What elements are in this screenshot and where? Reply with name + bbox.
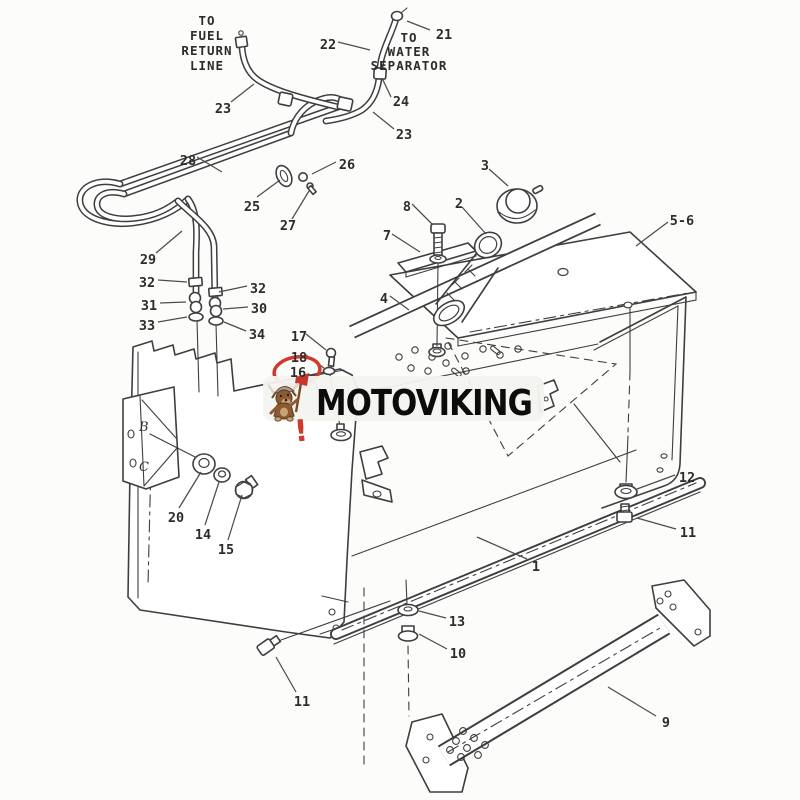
callout-31: 31 (141, 298, 157, 314)
cap-vent-nub (532, 184, 544, 195)
watermark-brand-text: MOTOVIKING (316, 383, 532, 424)
bolt-8-head (430, 223, 446, 234)
callout-30: 30 (251, 301, 267, 317)
callout-15: 15 (218, 542, 234, 558)
callout-23: 23 (396, 127, 412, 143)
highlight-exclamation: ! (293, 414, 310, 450)
callout-32: 32 (250, 281, 266, 297)
callout-7: 7 (383, 228, 391, 244)
callout-3: 3 (481, 158, 489, 174)
to-fuel-return-line-line: FUEL (190, 28, 224, 43)
callout-25: 25 (244, 199, 260, 215)
to-fuel-return-line-line: TO (198, 13, 215, 28)
callout-34: 34 (249, 327, 265, 343)
callout-1: 1 (532, 559, 540, 575)
callout-4: 4 (380, 291, 388, 307)
callout-28: 28 (180, 153, 196, 169)
callout-27: 27 (280, 218, 296, 234)
callout-10: 10 (450, 646, 466, 662)
fitting-nut-32 (187, 276, 204, 288)
to-fuel-return-line-line: RETURN (181, 43, 232, 58)
callout-8: 8 (403, 199, 411, 215)
bracket-letter-C: C (139, 460, 149, 475)
callout-33: 33 (139, 318, 155, 334)
clamp-nut (297, 172, 308, 183)
callout-17: 17 (291, 329, 307, 345)
hose-coupling (336, 96, 354, 112)
washer-34 (208, 316, 224, 326)
axe-icon (295, 373, 309, 386)
to-water-separator-line: SEPARATOR (371, 58, 448, 73)
washer-33 (188, 312, 204, 322)
bar-left-end-plate (405, 713, 469, 793)
callout-2: 2 (455, 196, 463, 212)
hose-coupling (277, 91, 294, 107)
callout-11: 11 (680, 525, 696, 541)
fuel-line-assembly (80, 7, 408, 304)
fuel-line-fittings (187, 276, 224, 397)
bolt-15 (234, 474, 259, 500)
line-clamp-group (275, 164, 317, 196)
callout-5-6: 5-6 (670, 213, 694, 229)
callout-11: 11 (294, 694, 310, 710)
callout-32: 32 (139, 275, 155, 291)
callout-21: 21 (436, 27, 452, 43)
retainer-plate-and-bolt (397, 223, 477, 347)
washer-18 (322, 366, 336, 376)
callout-14: 14 (195, 527, 211, 543)
filler-tube-and-cap (432, 184, 544, 327)
callout-20: 20 (168, 510, 184, 526)
callout-13: 13 (449, 614, 465, 630)
to-fuel-return-line-line: LINE (190, 58, 224, 73)
cross-bar-assembly (405, 579, 711, 793)
callout-12: 12 (679, 470, 695, 486)
mascot-viking-dog (267, 373, 309, 422)
callout-24: 24 (393, 94, 409, 110)
watermark: MOTOVIKING (263, 373, 544, 424)
hose-coupling-24 (372, 66, 387, 81)
screw-17 (325, 347, 337, 359)
bolt-11-right (616, 503, 633, 523)
callout-23: 23 (215, 101, 231, 117)
locknut-10 (397, 625, 419, 642)
tank-bottom-rail (334, 483, 700, 645)
callout-9: 9 (662, 715, 670, 731)
callout-22: 22 (320, 37, 336, 53)
filler-cap (496, 184, 544, 224)
inner-angle-bracket (359, 445, 393, 503)
tank-top-holes (395, 342, 522, 378)
callout-16: 16 (290, 365, 306, 381)
callout-26: 26 (339, 157, 355, 173)
water-separator-fitting (390, 10, 404, 22)
flanged-nut-12 (614, 483, 638, 500)
left-mounting-bracket (122, 386, 200, 490)
bolt-11-bottom-left (256, 600, 391, 656)
mount-16 (330, 423, 352, 442)
callout-29: 29 (140, 252, 156, 268)
to-water-separator-line: WATER (388, 44, 431, 59)
mount-pad (428, 343, 446, 358)
bracket-letter-B: B (138, 420, 149, 435)
watermark-box (263, 376, 544, 421)
tank-right-panel (573, 296, 687, 509)
hose-end-fitting (234, 35, 249, 49)
left-hardware-group (192, 453, 259, 500)
callout-18: 18 (291, 350, 307, 366)
bottom-hardware (256, 483, 638, 771)
to-water-separator-line: TO (400, 30, 417, 45)
washer-13 (397, 603, 419, 617)
